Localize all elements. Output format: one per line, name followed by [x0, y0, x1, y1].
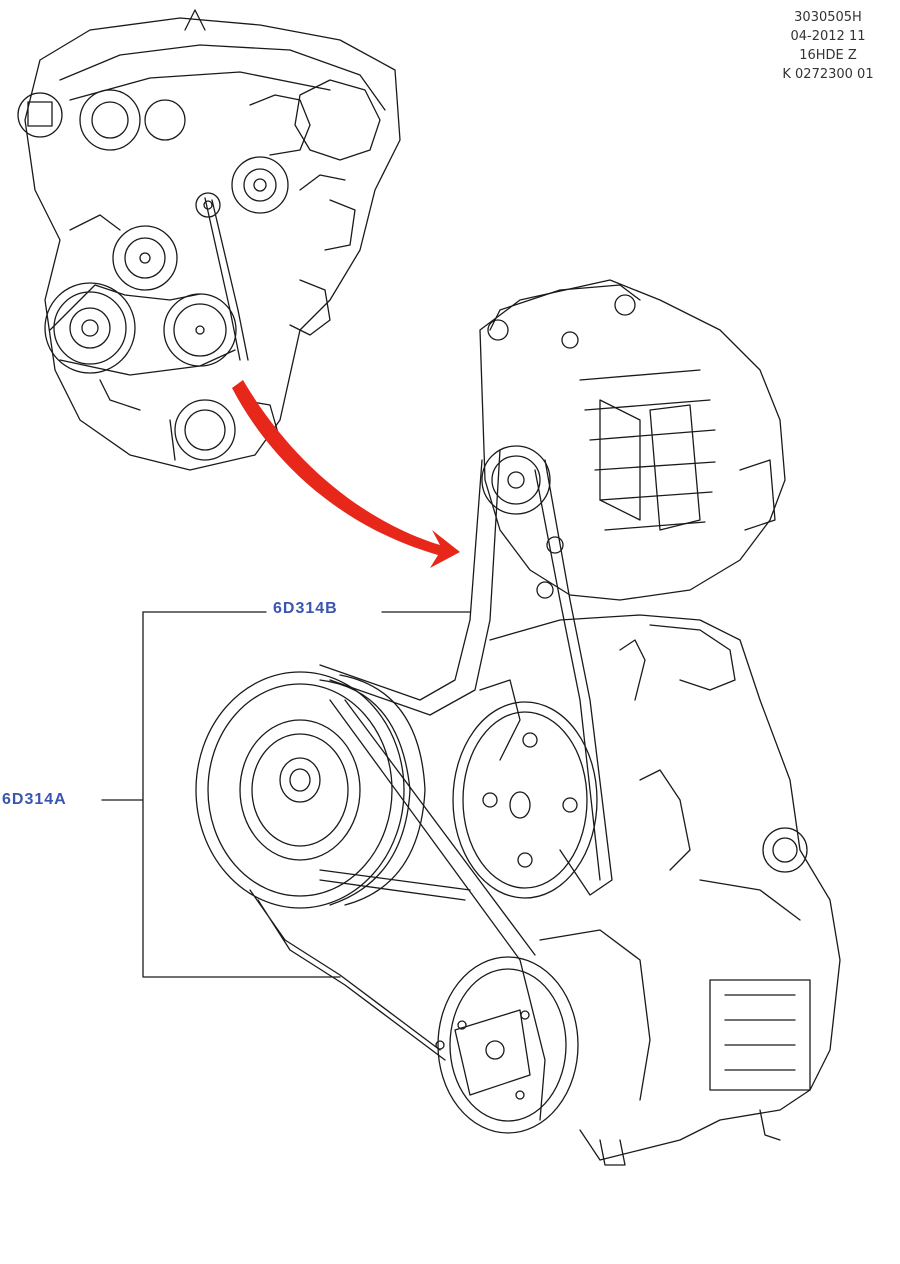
- reference-line: 16HDE Z: [799, 48, 857, 63]
- belt-6d314b: [319, 449, 501, 716]
- ac-compressor-pulley: [437, 956, 579, 1134]
- alternator-pulley: [481, 445, 551, 515]
- reference-line: 04-2012 11: [790, 29, 866, 44]
- alternator-body: [479, 279, 786, 601]
- reference-line: 3030505H: [794, 10, 862, 25]
- engine-overview-illustration: [17, 9, 401, 471]
- belt-6d314a: [249, 889, 446, 1061]
- callout-leader-6d314a: [101, 611, 341, 978]
- crankshaft-pulley: [195, 671, 405, 909]
- power-steering-pulley: [452, 701, 598, 899]
- callout-label-6d314b: 6D314B: [273, 600, 338, 617]
- reference-line: K 0272300 01: [782, 67, 874, 82]
- red-pointer-arrow: [232, 380, 460, 568]
- belt-drive-illustration: [195, 279, 841, 1166]
- callout-label-6d314a: 6D314A: [2, 791, 67, 808]
- drawing-reference-block: 3030505H 04-2012 11 16HDE Z K 0272300 01: [768, 8, 888, 84]
